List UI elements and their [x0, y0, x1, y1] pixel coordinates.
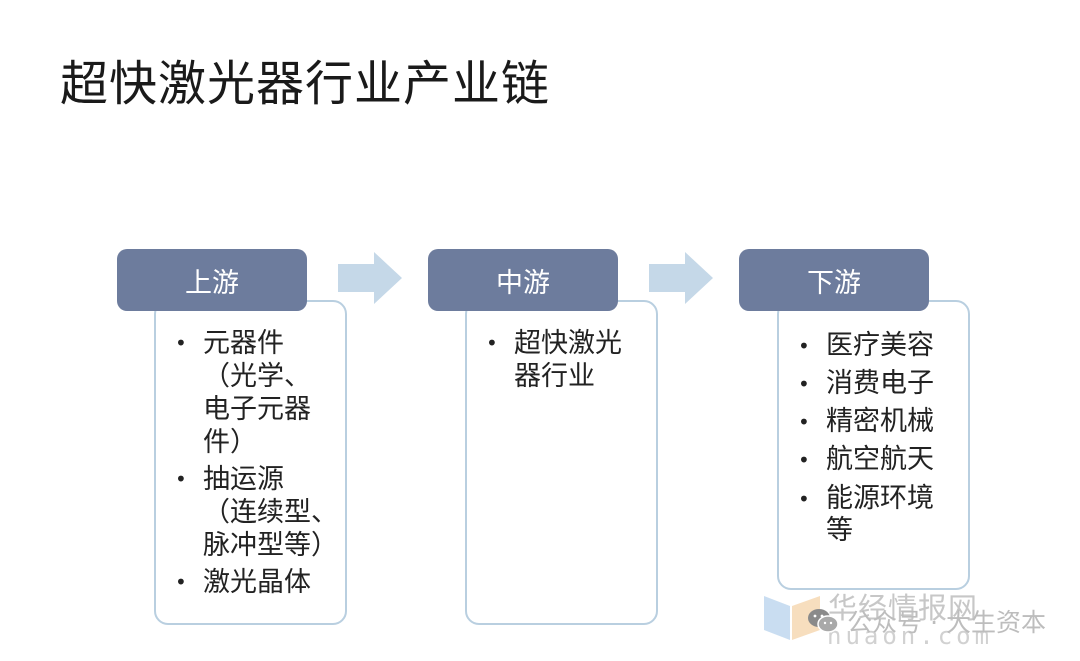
- right-arrow-icon: [649, 252, 713, 304]
- list-item: •激光晶体: [175, 567, 311, 598]
- right-arrow-icon: [338, 252, 402, 304]
- list-item: •能源环境 等: [798, 483, 934, 546]
- wechat-account-label: 公众号 · 大生资本: [847, 608, 1046, 637]
- stage-list-upstream: •元器件 （光学、 电子元器 件） •抽运源 （连续型、 脉冲型等） •激光晶体: [175, 327, 348, 599]
- stage-header-label: 中游: [496, 267, 550, 299]
- stage-box-midstream: [465, 300, 658, 625]
- stage-list-downstream: •医疗美容 •消费电子 •精密机械 •航空航天 •能源环境 等: [798, 327, 971, 547]
- stage-header-downstream: 下游: [739, 249, 929, 311]
- list-item: •元器件 （光学、 电子元器 件）: [175, 328, 311, 458]
- list-item: •精密机械: [798, 406, 934, 437]
- page-title: 超快激光器行业产业链: [60, 56, 551, 112]
- stage-list-midstream: •超快激光 器行业: [486, 327, 659, 393]
- stage-header-upstream: 上游: [117, 249, 307, 311]
- stage-header-label: 上游: [185, 267, 239, 299]
- stage-box-downstream: [777, 300, 970, 590]
- watermark-url: huaon.com: [827, 622, 994, 650]
- list-item: •消费电子: [798, 368, 934, 399]
- watermark-brand: 华经情报网: [828, 591, 979, 625]
- huaon-logo-icon: [764, 596, 820, 640]
- list-item: •航空航天: [798, 444, 934, 475]
- list-item: •抽运源 （连续型、 脉冲型等）: [175, 464, 338, 561]
- list-item: •医疗美容: [798, 330, 934, 361]
- wechat-icon: [808, 609, 839, 633]
- stage-header-label: 下游: [807, 267, 861, 299]
- stage-header-midstream: 中游: [428, 249, 618, 311]
- list-item: •超快激光 器行业: [486, 328, 622, 392]
- stage-box-upstream: [154, 300, 347, 625]
- wechat-account-watermark: 公众号 · 大生资本: [807, 603, 1046, 639]
